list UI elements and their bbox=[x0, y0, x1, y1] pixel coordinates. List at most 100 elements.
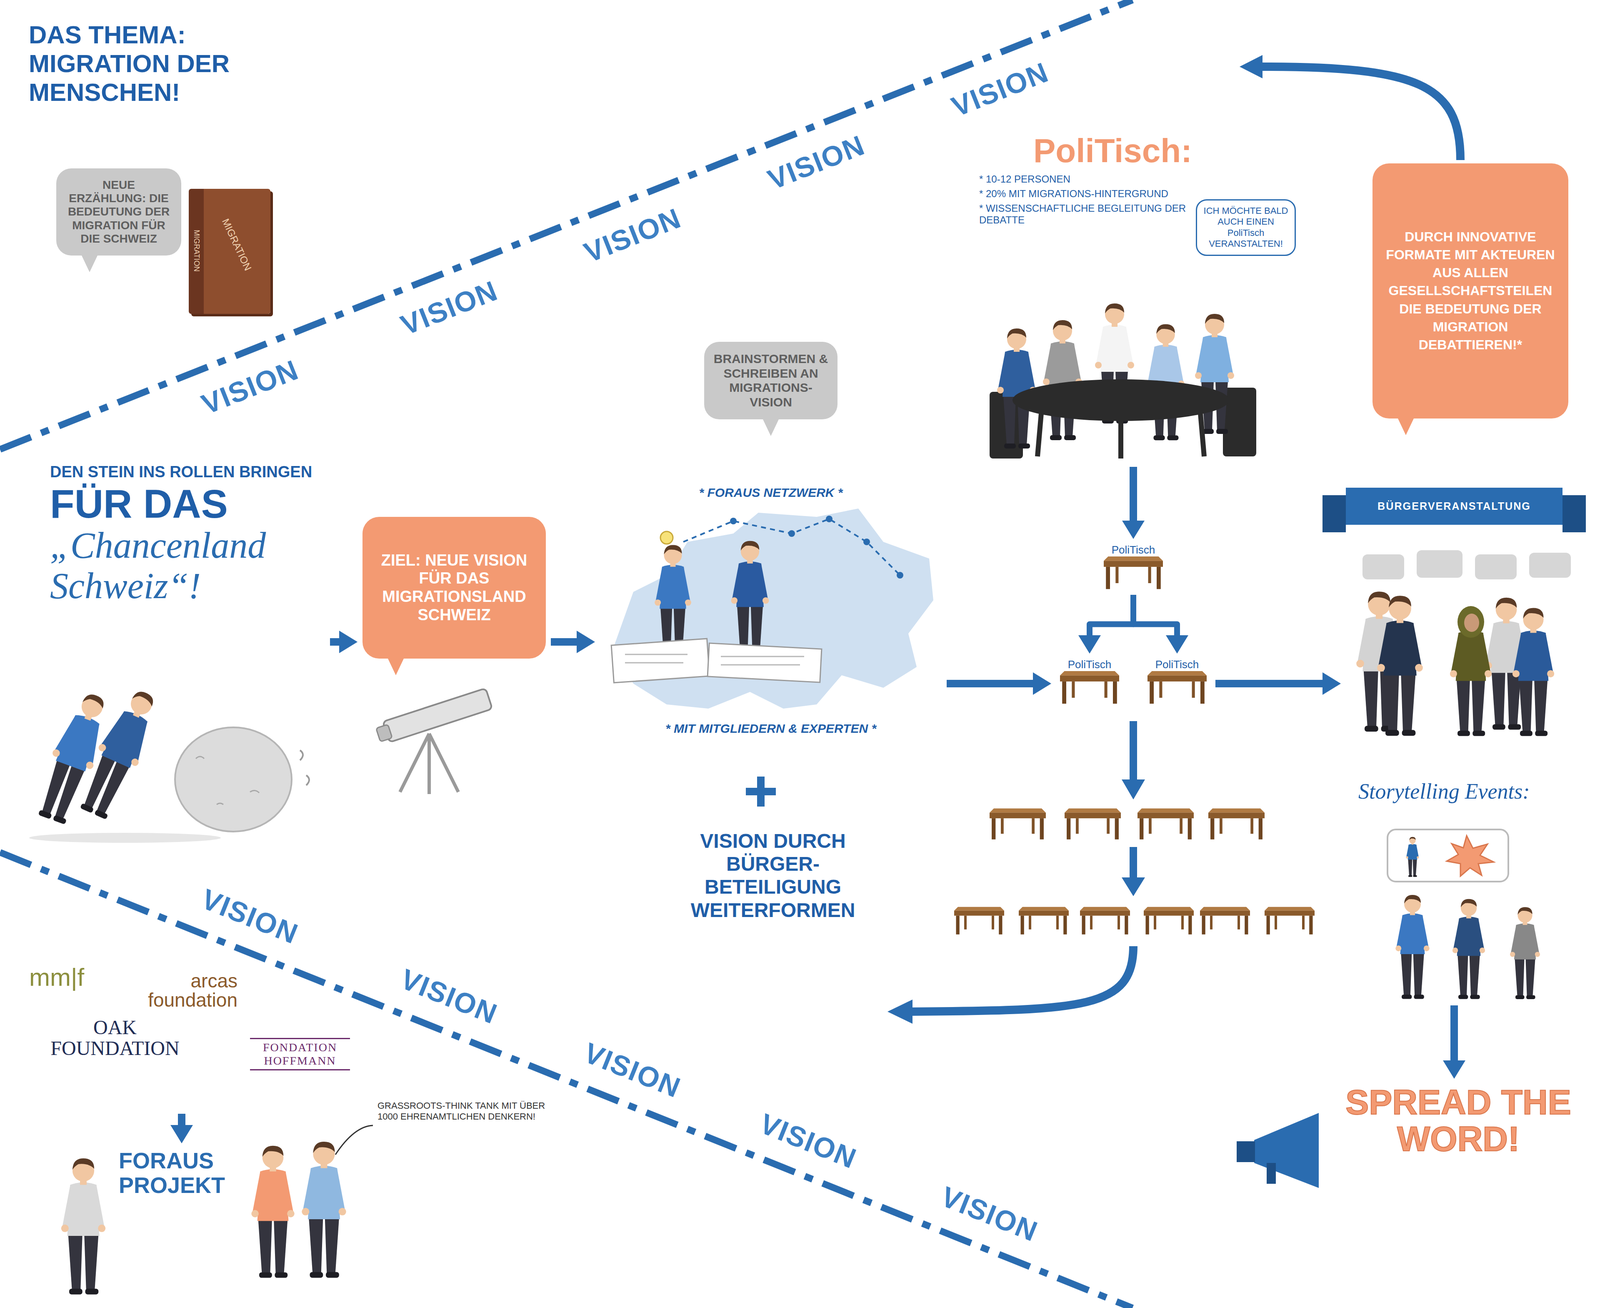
connector-line bbox=[1215, 679, 1325, 688]
node-box: * FORAUS NETZWERK * * MIT MITGLIEDERN & E… bbox=[600, 485, 942, 736]
node-text: * WISSENSCHAFTLICHE BEGLEITUNG DER DEBAT… bbox=[979, 202, 1196, 227]
storytelling-illustration bbox=[1510, 906, 1540, 999]
rolling-stone-illustration bbox=[195, 756, 260, 805]
table-illustration bbox=[1103, 556, 1163, 589]
citizen-event-illustration bbox=[1450, 607, 1492, 736]
node-text: NEUE ERZÄHLUNG: DIE BEDEUTUNG DER MIGRAT… bbox=[64, 178, 173, 246]
connector bbox=[946, 672, 1052, 695]
node-text: * FORAUS NETZWERK * bbox=[600, 485, 942, 500]
node-text: BRAINSTORMEN & SCHREIBEN AN MIGRATIONS-V… bbox=[712, 351, 830, 410]
politisch-meeting-illustration bbox=[989, 303, 1257, 459]
node-box: BÜRGERVERANSTALTUNG bbox=[1345, 487, 1563, 738]
node-text: * MIT MITGLIEDERN & EXPERTEN * bbox=[600, 721, 942, 736]
arrow-head bbox=[1165, 635, 1189, 654]
foraus-people bbox=[61, 1125, 373, 1294]
diagram-title: DAS THEMA: MIGRATION DER MENSCHEN! bbox=[28, 20, 263, 107]
switzerland-map bbox=[788, 530, 795, 537]
node-box: DEN STEIN INS ROLLEN BRINGENFÜR DAS„Chan… bbox=[50, 462, 325, 663]
node-box: BRAINSTORMEN & SCHREIBEN AN MIGRATIONS-V… bbox=[704, 341, 838, 420]
node-text: PoliTisch bbox=[1067, 658, 1112, 671]
node-box: PoliTisch bbox=[1143, 658, 1211, 705]
telescope-illustration bbox=[382, 687, 493, 743]
node-box: FORAUS PROJEKT bbox=[118, 1147, 244, 1198]
node-text: PoliTisch: bbox=[979, 132, 1196, 170]
note-label: GRASSROOTS-THINK TANK MIT ÜBER 1000 EHRE… bbox=[377, 1100, 553, 1123]
flow-arrow bbox=[1121, 877, 1145, 896]
table-illustration bbox=[1102, 556, 1165, 590]
foraus-people bbox=[301, 1141, 347, 1278]
table-illustration bbox=[1147, 670, 1207, 704]
node-text: BÜRGERVERANSTALTUNG bbox=[1345, 487, 1563, 525]
citizen-event-illustration bbox=[1362, 554, 1405, 580]
arrow-head bbox=[1322, 672, 1341, 695]
arrow-head bbox=[1442, 1060, 1466, 1079]
telescope-illustration bbox=[400, 733, 430, 792]
node-text: SPREAD THE WORD! bbox=[1325, 1083, 1592, 1157]
rolling-stone-illustration bbox=[72, 683, 166, 822]
vision-label: VISION bbox=[197, 355, 303, 419]
switzerland-map bbox=[625, 654, 805, 665]
table-rows bbox=[1208, 808, 1265, 840]
foraus-people bbox=[335, 1125, 373, 1155]
connector-line bbox=[946, 679, 1035, 688]
node-text: Storytelling Events: bbox=[1358, 779, 1567, 803]
node-box: ZIEL: NEUE VISION FÜR DAS MIGRATIONSLAND… bbox=[362, 516, 546, 659]
node-box: DURCH INNOVATIVE FORMATE MIT AKTEUREN AU… bbox=[1372, 163, 1569, 419]
switzerland-map bbox=[660, 531, 673, 544]
node-text: * 10-12 PERSONEN bbox=[979, 173, 1196, 186]
connector-line bbox=[1129, 466, 1138, 523]
storytelling-illustration bbox=[1452, 898, 1485, 999]
connector-line bbox=[1089, 594, 1134, 637]
citizen-event-illustration bbox=[1377, 595, 1423, 736]
connector bbox=[1078, 594, 1134, 654]
foraus-people bbox=[61, 1157, 106, 1294]
storytelling-illustration bbox=[1395, 894, 1430, 999]
node-text: ZIEL: NEUE VISION FÜR DAS MIGRATIONSLAND… bbox=[371, 551, 537, 625]
node-text: FONDATION HOFFMANN bbox=[250, 1037, 350, 1070]
node-text: FÜR DAS bbox=[50, 481, 325, 526]
citizen-event-illustration bbox=[1529, 552, 1571, 578]
telescope-illustration bbox=[429, 733, 459, 792]
citizen-event-illustration bbox=[1464, 613, 1480, 632]
flow-arrow bbox=[1239, 55, 1263, 79]
table-rows bbox=[989, 808, 1046, 840]
vision-line bbox=[0, 0, 1133, 1308]
storytelling-illustration bbox=[1387, 829, 1540, 999]
arrow-head bbox=[576, 630, 595, 653]
politisch-meeting-illustration bbox=[1042, 320, 1083, 440]
connector-line bbox=[1450, 1005, 1458, 1062]
flow-arrow bbox=[1260, 66, 1461, 160]
node-text: DEN STEIN INS ROLLEN BRINGEN bbox=[50, 462, 325, 482]
connector bbox=[330, 630, 358, 653]
flow-arrow bbox=[910, 945, 1134, 1012]
megaphone bbox=[1254, 1112, 1319, 1188]
storytelling-illustration bbox=[1387, 829, 1509, 882]
node-text: PoliTisch bbox=[1111, 543, 1156, 557]
switzerland-map bbox=[896, 571, 904, 579]
node-box: NEUE ERZÄHLUNG: DIE BEDEUTUNG DER MIGRAT… bbox=[56, 168, 182, 256]
citizen-event-illustration bbox=[1416, 550, 1463, 578]
rolling-stone-illustration bbox=[29, 832, 221, 843]
flow-arrow bbox=[1129, 846, 1138, 879]
switzerland-map bbox=[731, 540, 770, 657]
connector-line bbox=[1133, 594, 1178, 637]
citizen-event-illustration bbox=[1475, 554, 1517, 580]
connector bbox=[550, 630, 595, 653]
node-box: SPREAD THE WORD! bbox=[1325, 1083, 1592, 1157]
rolling-stone-illustration bbox=[300, 750, 310, 785]
connector-line bbox=[550, 637, 579, 646]
vision-line bbox=[0, 0, 1133, 450]
flow-arrow bbox=[1121, 779, 1145, 800]
megaphone bbox=[1236, 1112, 1319, 1188]
arrow-head bbox=[170, 1124, 193, 1143]
node-box: PoliTisch bbox=[1100, 543, 1167, 590]
table-rows bbox=[1064, 808, 1121, 840]
rolling-stone-illustration bbox=[175, 727, 292, 832]
node-text: VISION DURCH BÜRGER-BETEILIGUNG WEITERFO… bbox=[677, 829, 869, 922]
switzerland-map bbox=[611, 638, 710, 683]
storytelling-illustration bbox=[1405, 836, 1419, 877]
switzerland-map bbox=[863, 538, 870, 545]
table-rows bbox=[954, 906, 1005, 935]
politisch-meeting-illustration bbox=[997, 328, 1037, 449]
